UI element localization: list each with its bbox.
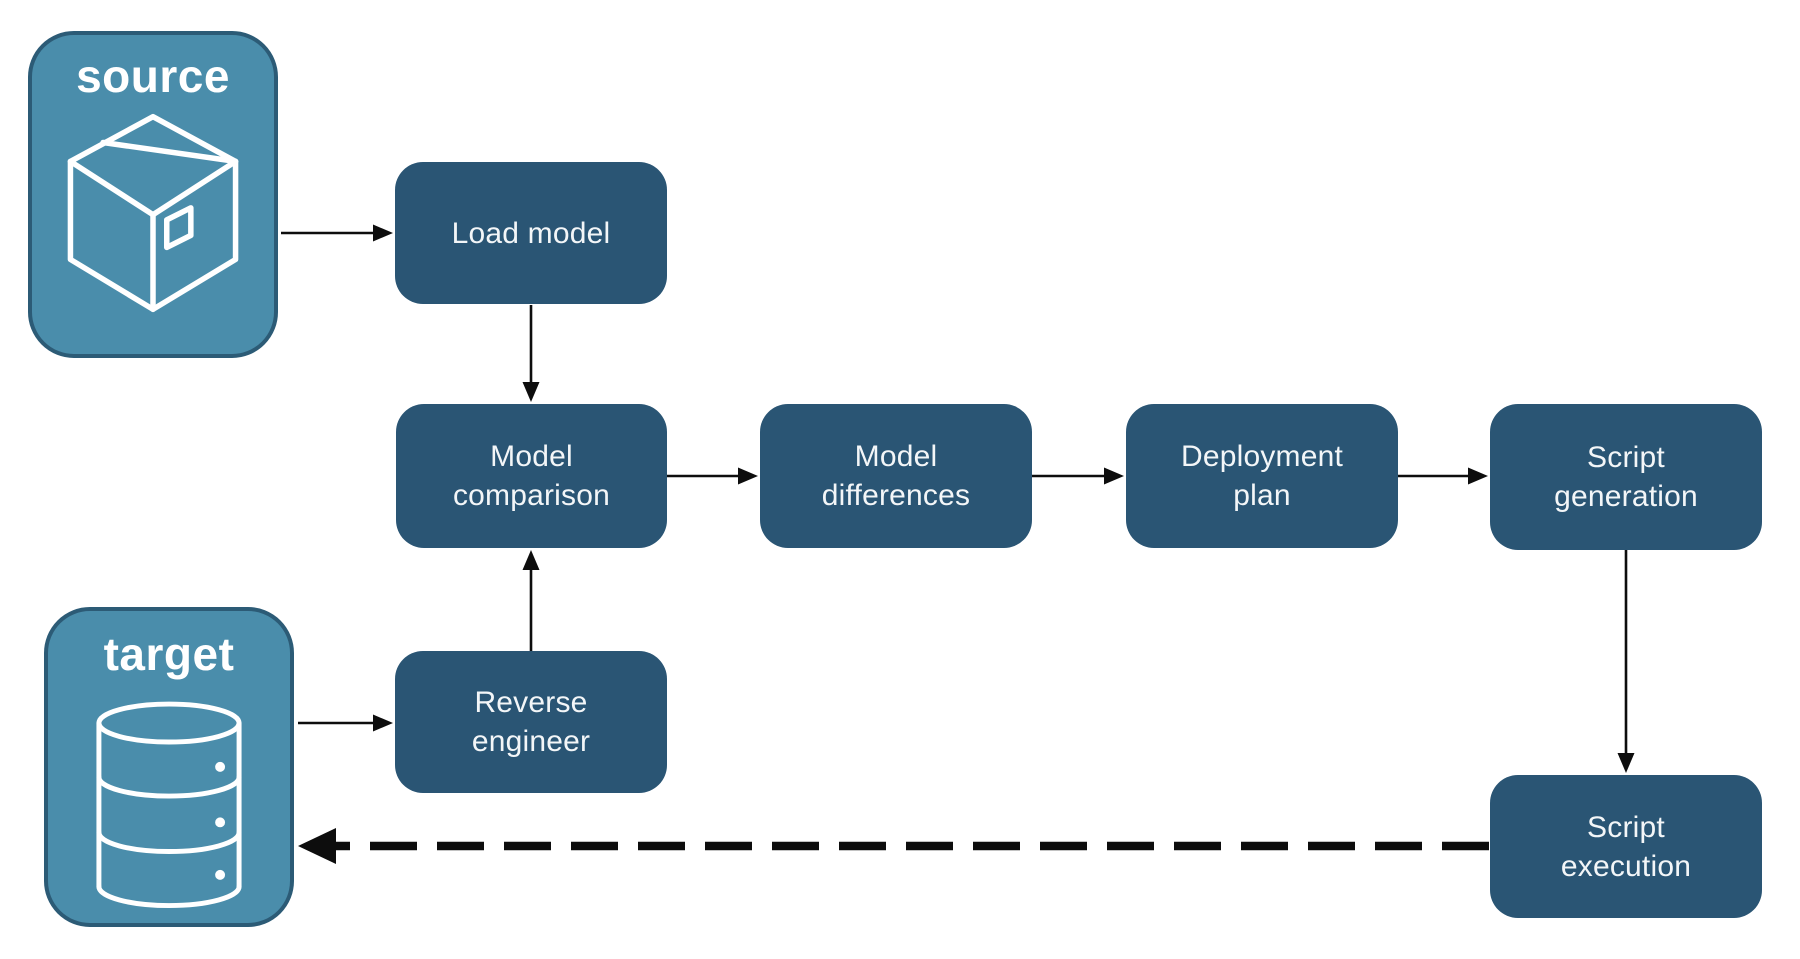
edge-model-comparison-to-model-differences — [667, 467, 758, 485]
database-icon — [96, 701, 242, 908]
node-deployment-plan: Deployment plan — [1126, 404, 1398, 548]
node-script-generation-label: Script generation — [1554, 441, 1698, 513]
edge-deployment-plan-to-script-generation — [1398, 467, 1488, 485]
endpoint-target-label: target — [103, 628, 235, 680]
edge-source-to-load-model — [281, 224, 393, 242]
endpoint-source: source — [28, 31, 278, 358]
edge-script-execution-to-target-dashed — [298, 828, 1489, 864]
node-reverse-engineer: Reverse engineer — [395, 651, 667, 793]
node-model-differences-label: Model differences — [821, 440, 971, 512]
node-load-model-label: Load model — [451, 216, 611, 250]
edge-model-differences-to-deployment-plan — [1032, 467, 1124, 485]
edge-script-generation-to-script-execution — [1617, 550, 1635, 773]
node-script-execution: Script execution — [1490, 775, 1762, 918]
node-load-model: Load model — [395, 162, 667, 304]
node-model-differences: Model differences — [760, 404, 1032, 548]
endpoint-source-label: source — [76, 50, 230, 102]
node-script-execution-label: Script execution — [1560, 810, 1692, 883]
node-reverse-engineer-label: Reverse engineer — [471, 686, 591, 758]
node-model-comparison: Model comparison — [396, 404, 667, 548]
edge-reverse-engineer-to-model-comparison — [522, 550, 540, 651]
package-box-icon — [67, 113, 239, 312]
edge-target-to-reverse-engineer — [298, 714, 393, 732]
node-script-generation: Script generation — [1490, 404, 1762, 550]
node-deployment-plan-label: Deployment plan — [1180, 440, 1344, 512]
node-model-comparison-label: Model comparison — [452, 440, 611, 512]
edge-load-model-to-model-comparison — [522, 305, 540, 402]
endpoint-target: target — [44, 607, 294, 927]
